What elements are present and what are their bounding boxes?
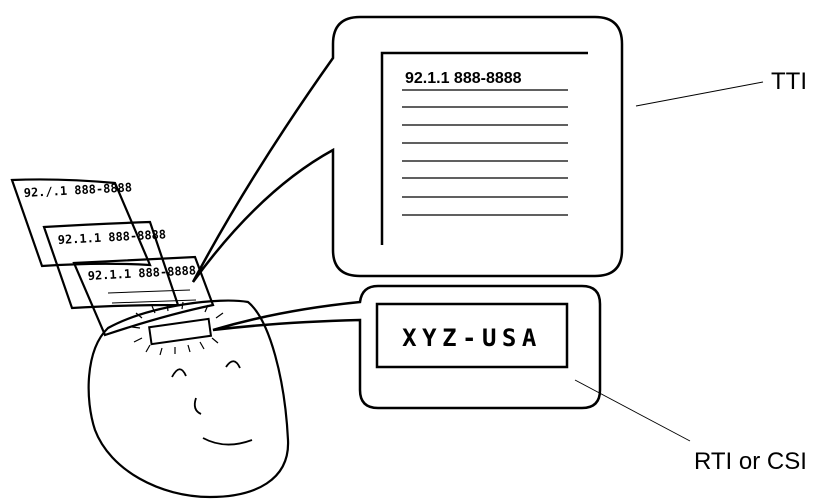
rti-csi-callout: XYZ-USA (213, 286, 600, 408)
document-text-lines (402, 90, 568, 215)
display-glow-ticks (132, 302, 226, 355)
tti-callout: 92.1.1 888-8888 (193, 17, 622, 282)
left-eye (172, 369, 186, 377)
fax-page-header-2: 92.1.1 888-8888 (57, 227, 166, 247)
tti-label: TTI (771, 68, 807, 95)
tti-header-text: 92.1.1 888-8888 (405, 70, 522, 87)
rti-csi-label: RTI or CSI (694, 448, 807, 475)
tti-leader-line (636, 82, 763, 106)
rti-csi-leader-line (575, 380, 690, 441)
right-eye (226, 361, 240, 368)
display-readout-text: XYZ-USA (402, 324, 542, 352)
nose (195, 398, 201, 414)
fax-display-window (149, 319, 211, 344)
fax-page-header-3: 92.1.1 888-8888 (87, 263, 196, 283)
mouth (203, 438, 252, 445)
fax-page-header-1: 92./.1 888-8888 (23, 180, 132, 200)
fax-page-front: 92.1.1 888-8888 (74, 257, 213, 335)
fax-page-rule (108, 290, 190, 293)
